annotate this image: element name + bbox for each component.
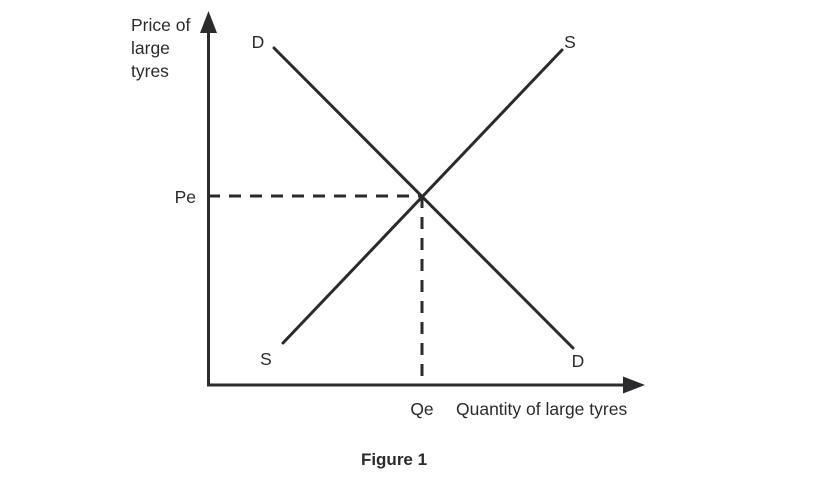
y-axis-arrow-icon <box>200 11 217 33</box>
x-axis-label: Quantity of large tyres <box>456 399 627 419</box>
supply-curve-upper-label: S <box>564 32 576 52</box>
demand-curve-upper-label: D <box>252 32 265 52</box>
x-axis-arrow-icon <box>623 376 645 394</box>
y-axis-label-line-3: tyres <box>131 61 169 81</box>
demand-curve-lower-label: D <box>572 351 585 371</box>
equilibrium-quantity-label: Qe <box>410 399 433 419</box>
y-axis-label-line-1: Price of <box>131 15 190 35</box>
supply-curve-lower-label: S <box>260 349 272 369</box>
equilibrium-price-label: Pe <box>175 187 196 207</box>
figure-caption: Figure 1 <box>361 450 427 469</box>
y-axis-label-line-2: large <box>131 38 170 58</box>
